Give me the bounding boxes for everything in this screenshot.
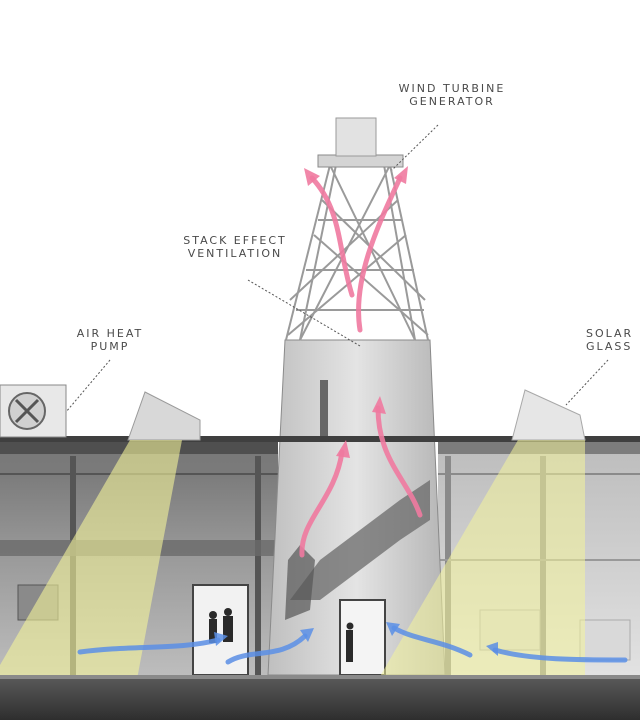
air-heat-pump-label-line1: AIR HEAT: [50, 327, 170, 340]
air-heat-pump-unit: [0, 385, 66, 437]
solar-glass-label-line1: SOLAR: [586, 327, 633, 340]
stack-effect-label-line2: VENTILATION: [150, 247, 320, 260]
stack-effect-ventilation-label: STACK EFFECT VENTILATION: [150, 234, 320, 260]
air-heat-pump-label-line2: PUMP: [50, 340, 170, 353]
wind-turbine-label-line1: WIND TURBINE: [372, 82, 532, 95]
wind-turbine-generator-label: WIND TURBINE GENERATOR: [372, 82, 532, 108]
ground: [0, 675, 640, 720]
wind-turbine: [318, 118, 403, 167]
solar-glass-label-line2: GLASS: [586, 340, 633, 353]
wind-turbine-label-line2: GENERATOR: [372, 95, 532, 108]
air-heat-pump-label: AIR HEAT PUMP: [50, 327, 170, 353]
solar-glass-label: SOLAR GLASS: [586, 327, 633, 353]
stack-effect-label-line1: STACK EFFECT: [150, 234, 320, 247]
